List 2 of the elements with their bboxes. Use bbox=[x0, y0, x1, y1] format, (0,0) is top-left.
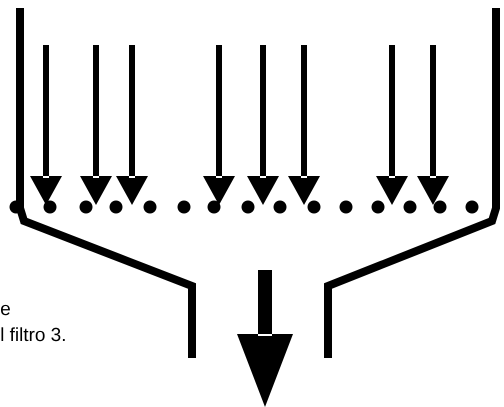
note-text: e bbox=[1, 304, 10, 316]
note-text: l filtro 3. bbox=[1, 327, 65, 342]
